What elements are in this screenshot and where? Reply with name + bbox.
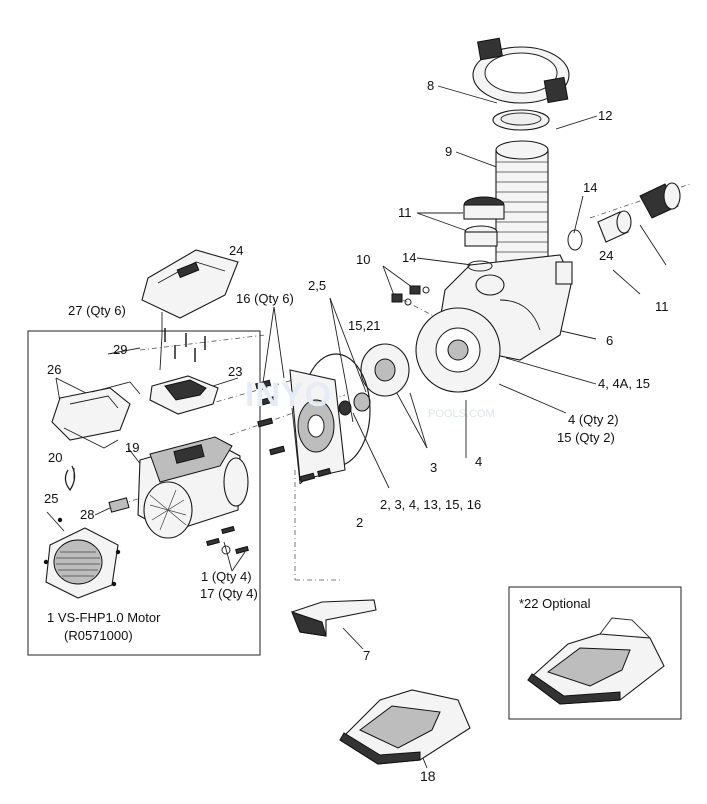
label-9: 9 <box>445 144 453 159</box>
motor-support-part <box>291 599 377 637</box>
strainer-basket-part <box>495 140 549 263</box>
label-8: 8 <box>427 78 435 93</box>
motor-assembly-box <box>27 330 261 656</box>
label-4-qty2: 4 (Qty 2) <box>568 412 619 427</box>
mounting-base-part <box>339 689 471 765</box>
strainer-lid-ring-part <box>472 37 570 131</box>
motor-caption-line2: (R0571000) <box>64 628 133 643</box>
motor-bolts-part <box>206 525 249 555</box>
keypad-part <box>149 375 219 415</box>
label-17-qty4: 17 (Qty 4) <box>200 586 258 601</box>
drive-cover-part <box>141 249 239 319</box>
label-1-qty4: 1 (Qty 4) <box>201 569 252 584</box>
union-fittings-right-part <box>567 182 681 251</box>
fan-cover-part <box>43 517 121 599</box>
label-4-4a-15: 4, 4A, 15 <box>598 376 651 391</box>
optional-caption: *22 Optional <box>519 596 591 611</box>
label-6: 6 <box>606 333 614 348</box>
label-19: 19 <box>125 440 140 455</box>
label-27-qty6: 27 (Qty 6) <box>68 303 126 318</box>
label-7: 7 <box>363 648 371 663</box>
label-2-list: 2, 3, 4, 13, 15, 16 <box>380 497 482 512</box>
label-20: 20 <box>48 450 63 465</box>
drive-unit-part <box>51 381 141 449</box>
label-3: 3 <box>430 460 438 475</box>
label-2-5-top: 2,5 <box>308 278 327 293</box>
label-18: 18 <box>420 768 436 784</box>
optional-base-part <box>527 617 665 705</box>
label-28: 28 <box>80 507 95 522</box>
label-24-cover: 24 <box>229 243 244 258</box>
label-11-left: 11 <box>398 205 412 220</box>
label-23: 23 <box>228 364 243 379</box>
motor-body-part <box>137 436 249 539</box>
watermark-subtext: POOLS.COM <box>428 408 495 420</box>
spring-clip-part <box>64 465 76 492</box>
cover-screws-part <box>164 328 206 362</box>
motor-caption-line1: 1 VS-FHP1.0 Motor <box>47 610 161 625</box>
label-11-right: 11 <box>655 299 669 314</box>
watermark-text: INYO <box>245 376 333 414</box>
optional-part-box <box>508 586 682 720</box>
label-10: 10 <box>356 252 371 267</box>
impeller-part <box>338 343 410 416</box>
cord-connector-part <box>108 497 130 513</box>
seal-plate-part <box>415 307 501 393</box>
label-14-mid: 14 <box>402 250 417 265</box>
label-16-qty6: 16 (Qty 6) <box>236 291 294 306</box>
bolts-part <box>255 379 332 483</box>
label-24: 24 <box>599 248 614 263</box>
label-26: 26 <box>47 362 62 377</box>
union-fittings-left-part <box>463 196 505 272</box>
label-2: 2 <box>356 515 364 530</box>
label-15-21: 15,21 <box>348 318 381 333</box>
label-12: 12 <box>598 108 613 123</box>
label-29: 29 <box>113 342 128 357</box>
label-14-top: 14 <box>583 180 598 195</box>
label-25: 25 <box>44 491 59 506</box>
drain-plugs-part <box>391 285 430 306</box>
motor-adapter-part <box>289 369 346 481</box>
label-15-qty2: 15 (Qty 2) <box>557 430 615 445</box>
label-4: 4 <box>475 454 483 469</box>
